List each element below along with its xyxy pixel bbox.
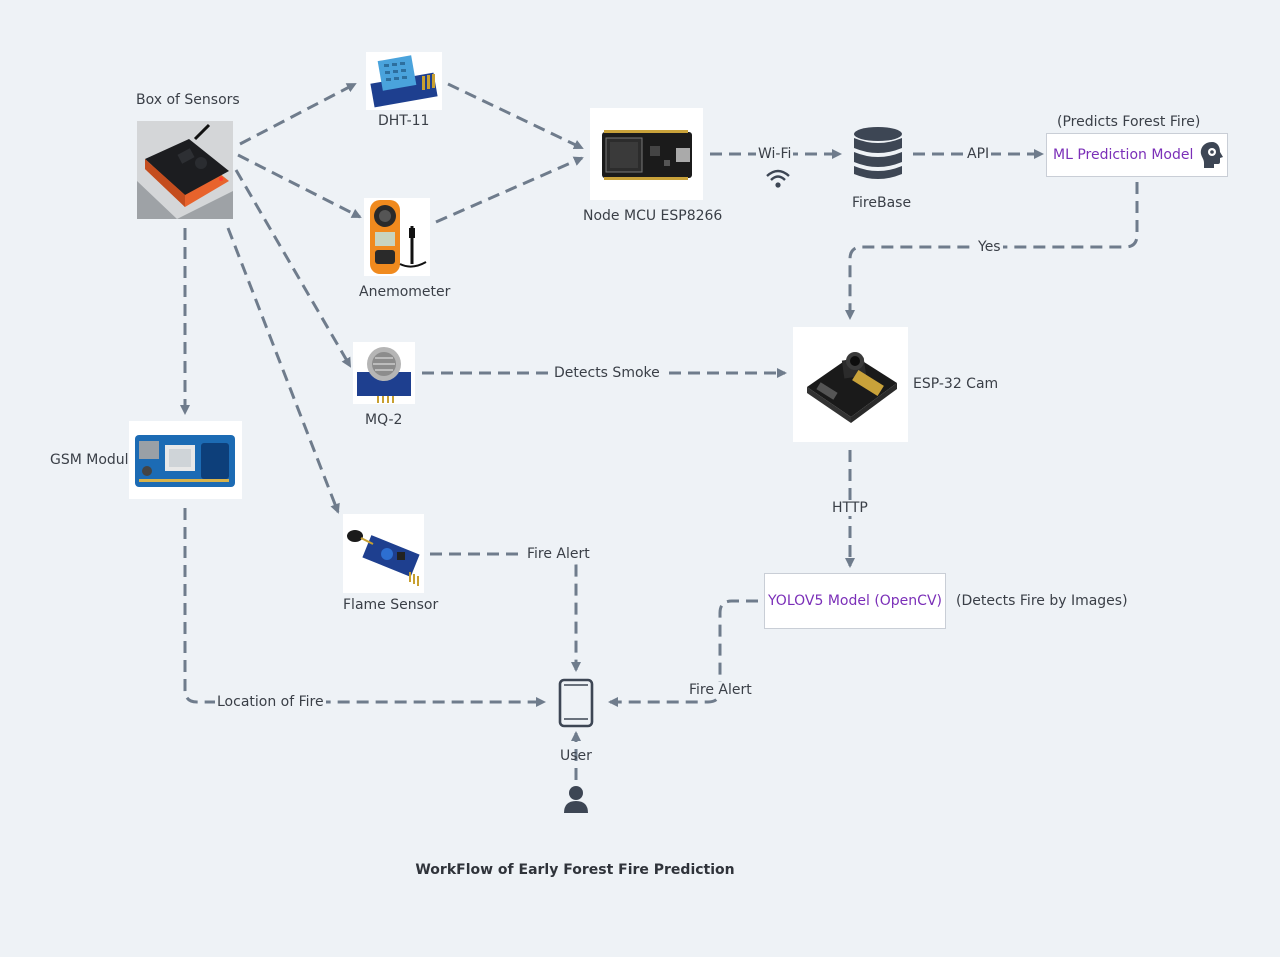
http-edge-label: HTTP (830, 500, 870, 516)
flame-sensor-label: Flame Sensor (343, 597, 439, 613)
edge-ml-to-esp32 (845, 182, 1139, 320)
dht11-label: DHT-11 (378, 113, 430, 129)
anemometer-image (364, 198, 430, 276)
anemometer-label: Anemometer (359, 284, 451, 300)
api-edge-label: API (965, 146, 992, 162)
flame-sensor-image (343, 514, 424, 593)
firebase-label: FireBase (852, 195, 912, 211)
location-edge-label: Location of Fire (215, 694, 326, 710)
ml-note: (Predicts Forest Fire) (1057, 114, 1201, 130)
nodemcu-label: Node MCU ESP8266 (583, 208, 723, 224)
gsm-image (129, 421, 242, 499)
nodemcu-image (590, 108, 703, 200)
edge-box-to-mq2 (234, 169, 352, 368)
tablet-icon (558, 678, 594, 728)
mq2-label: MQ-2 (365, 412, 403, 428)
gsm-label: GSM Module (50, 452, 138, 468)
box-of-sensors-image (137, 121, 233, 219)
user-label: User (560, 748, 592, 764)
fire-alert-yolo-edge-label: Fire Alert (687, 682, 754, 698)
diagram-caption: WorkFlow of Early Forest Fire Prediction (415, 862, 735, 878)
esp32-image (793, 327, 908, 442)
yes-edge-label: Yes (976, 239, 1003, 255)
box-of-sensors-label: Box of Sensors (136, 92, 240, 108)
wifi-edge-label: Wi-Fi (756, 146, 794, 162)
edge-flame-to-user (430, 552, 581, 672)
wifi-icon (766, 169, 790, 188)
edge-dht11-to-nodemcu (447, 82, 584, 150)
edge-box-to-anemometer (237, 153, 362, 219)
ml-model-label: ML Prediction Model (1053, 147, 1194, 163)
detects-smoke-edge-label: Detects Smoke (552, 365, 662, 381)
edge-box-to-dht11 (239, 82, 357, 146)
mq2-image (353, 342, 415, 404)
edge-anemometer-to-nodemcu (435, 156, 584, 224)
database-icon (854, 127, 902, 179)
edge-gsm-to-user (183, 508, 546, 707)
yolo-model-box: YOLOV5 Model (OpenCV) (764, 573, 946, 629)
ml-model-box: ML Prediction Model (1046, 133, 1228, 177)
yolo-model-label: YOLOV5 Model (OpenCV) (768, 593, 942, 609)
dht11-image (366, 52, 442, 110)
esp32-label: ESP-32 Cam (913, 376, 999, 392)
edge-box-to-flame (226, 227, 340, 514)
user-icon (564, 786, 588, 813)
edge-yolo-to-user (608, 599, 758, 707)
fire-alert-flame-edge-label: Fire Alert (525, 546, 592, 562)
yolo-note: (Detects Fire by Images) (956, 593, 1128, 609)
head-brain-icon (1201, 142, 1224, 168)
